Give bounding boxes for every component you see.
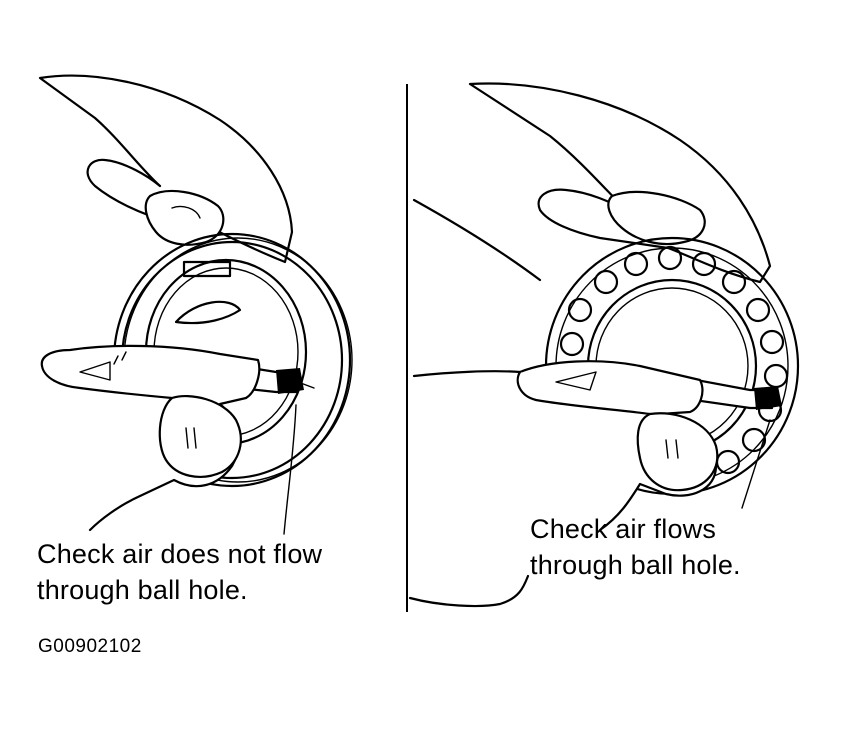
right-thumb — [607, 190, 706, 246]
right-finger-crease — [665, 439, 679, 459]
right-finger-tip — [516, 370, 652, 416]
left-finger-crease — [185, 427, 197, 449]
left-lower-hand — [40, 344, 261, 532]
right-upper-hand — [468, 82, 772, 284]
right-caption-line-1: Check air flows — [530, 514, 717, 544]
left-ball-hole-pointer — [283, 381, 315, 535]
right-caption: Check air flows through ball hole. — [530, 511, 741, 583]
left-caption-line-1: Check air does not flow — [37, 539, 323, 569]
right-forearm — [408, 574, 530, 608]
left-nozzle-tip — [276, 368, 304, 394]
left-thumb — [144, 189, 225, 246]
left-caption-line-2: through ball hole. — [37, 575, 248, 605]
left-seal-slot — [174, 300, 242, 325]
left-panel-illustration — [38, 74, 353, 535]
right-panel-illustration — [408, 82, 800, 608]
left-fingernail — [79, 361, 111, 381]
left-seal-tab — [182, 260, 232, 278]
figure-id: G00902102 — [38, 636, 142, 657]
right-nozzle-tip — [754, 386, 782, 410]
left-thumb-nail — [171, 205, 201, 219]
left-caption: Check air does not flow through ball hol… — [37, 536, 322, 608]
right-fingernail — [555, 371, 597, 391]
right-caption-line-2: through ball hole. — [530, 550, 741, 580]
right-ball-hole-pointer — [741, 419, 771, 509]
left-finger-tip — [40, 364, 174, 400]
right-arm — [412, 198, 542, 282]
left-knuckle-line — [113, 351, 127, 365]
left-finger-lower — [158, 394, 242, 478]
